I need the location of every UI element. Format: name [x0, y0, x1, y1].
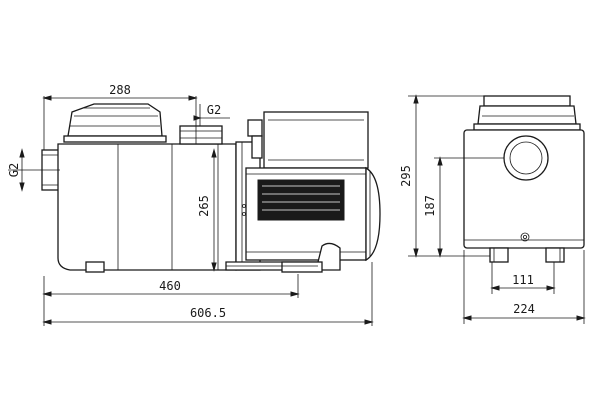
dimension-overall-length: 606.5: [42, 262, 374, 326]
dim-label-111: 111: [512, 273, 534, 287]
dim-label-187: 187: [423, 195, 437, 217]
dim-label-265: 265: [197, 195, 211, 217]
outlet-port: [179, 125, 223, 145]
pump-housing: [57, 143, 237, 273]
dim-label-606-5: 606.5: [190, 306, 226, 320]
dim-label-460: 460: [159, 279, 181, 293]
dimension-basket-width: 288: [42, 83, 198, 150]
dimension-inlet-thread: G2: [7, 148, 60, 192]
base-foot: [225, 242, 341, 273]
dimension-height: 265: [197, 148, 217, 272]
dimension-overall-height: 295: [399, 94, 490, 258]
front-lid: [473, 95, 581, 131]
front-inlet-circle: [503, 135, 549, 181]
front-housing: [463, 129, 585, 249]
motor-body: [245, 166, 381, 262]
dimension-inlet-center-height: 187: [423, 156, 504, 258]
dim-label-224: 224: [513, 302, 535, 316]
dim-label-g2-inlet: G2: [7, 163, 21, 177]
control-box: [247, 111, 369, 169]
front-view: 295 187 111 224: [399, 94, 586, 324]
dimension-outlet-thread: G2: [193, 103, 230, 126]
dimension-overall-width: 224: [462, 250, 586, 324]
dim-label-g2-outlet: G2: [207, 103, 221, 117]
dimension-pump-length: 460: [42, 274, 300, 326]
strainer-lid: [63, 103, 167, 143]
dim-label-288: 288: [109, 83, 131, 97]
front-feet: [489, 247, 565, 263]
dimension-foot-spacing: 111: [490, 262, 556, 294]
drain-plug: [520, 232, 530, 242]
side-view: 288 G2 G2 265 460: [7, 83, 381, 326]
dim-label-295: 295: [399, 165, 413, 187]
